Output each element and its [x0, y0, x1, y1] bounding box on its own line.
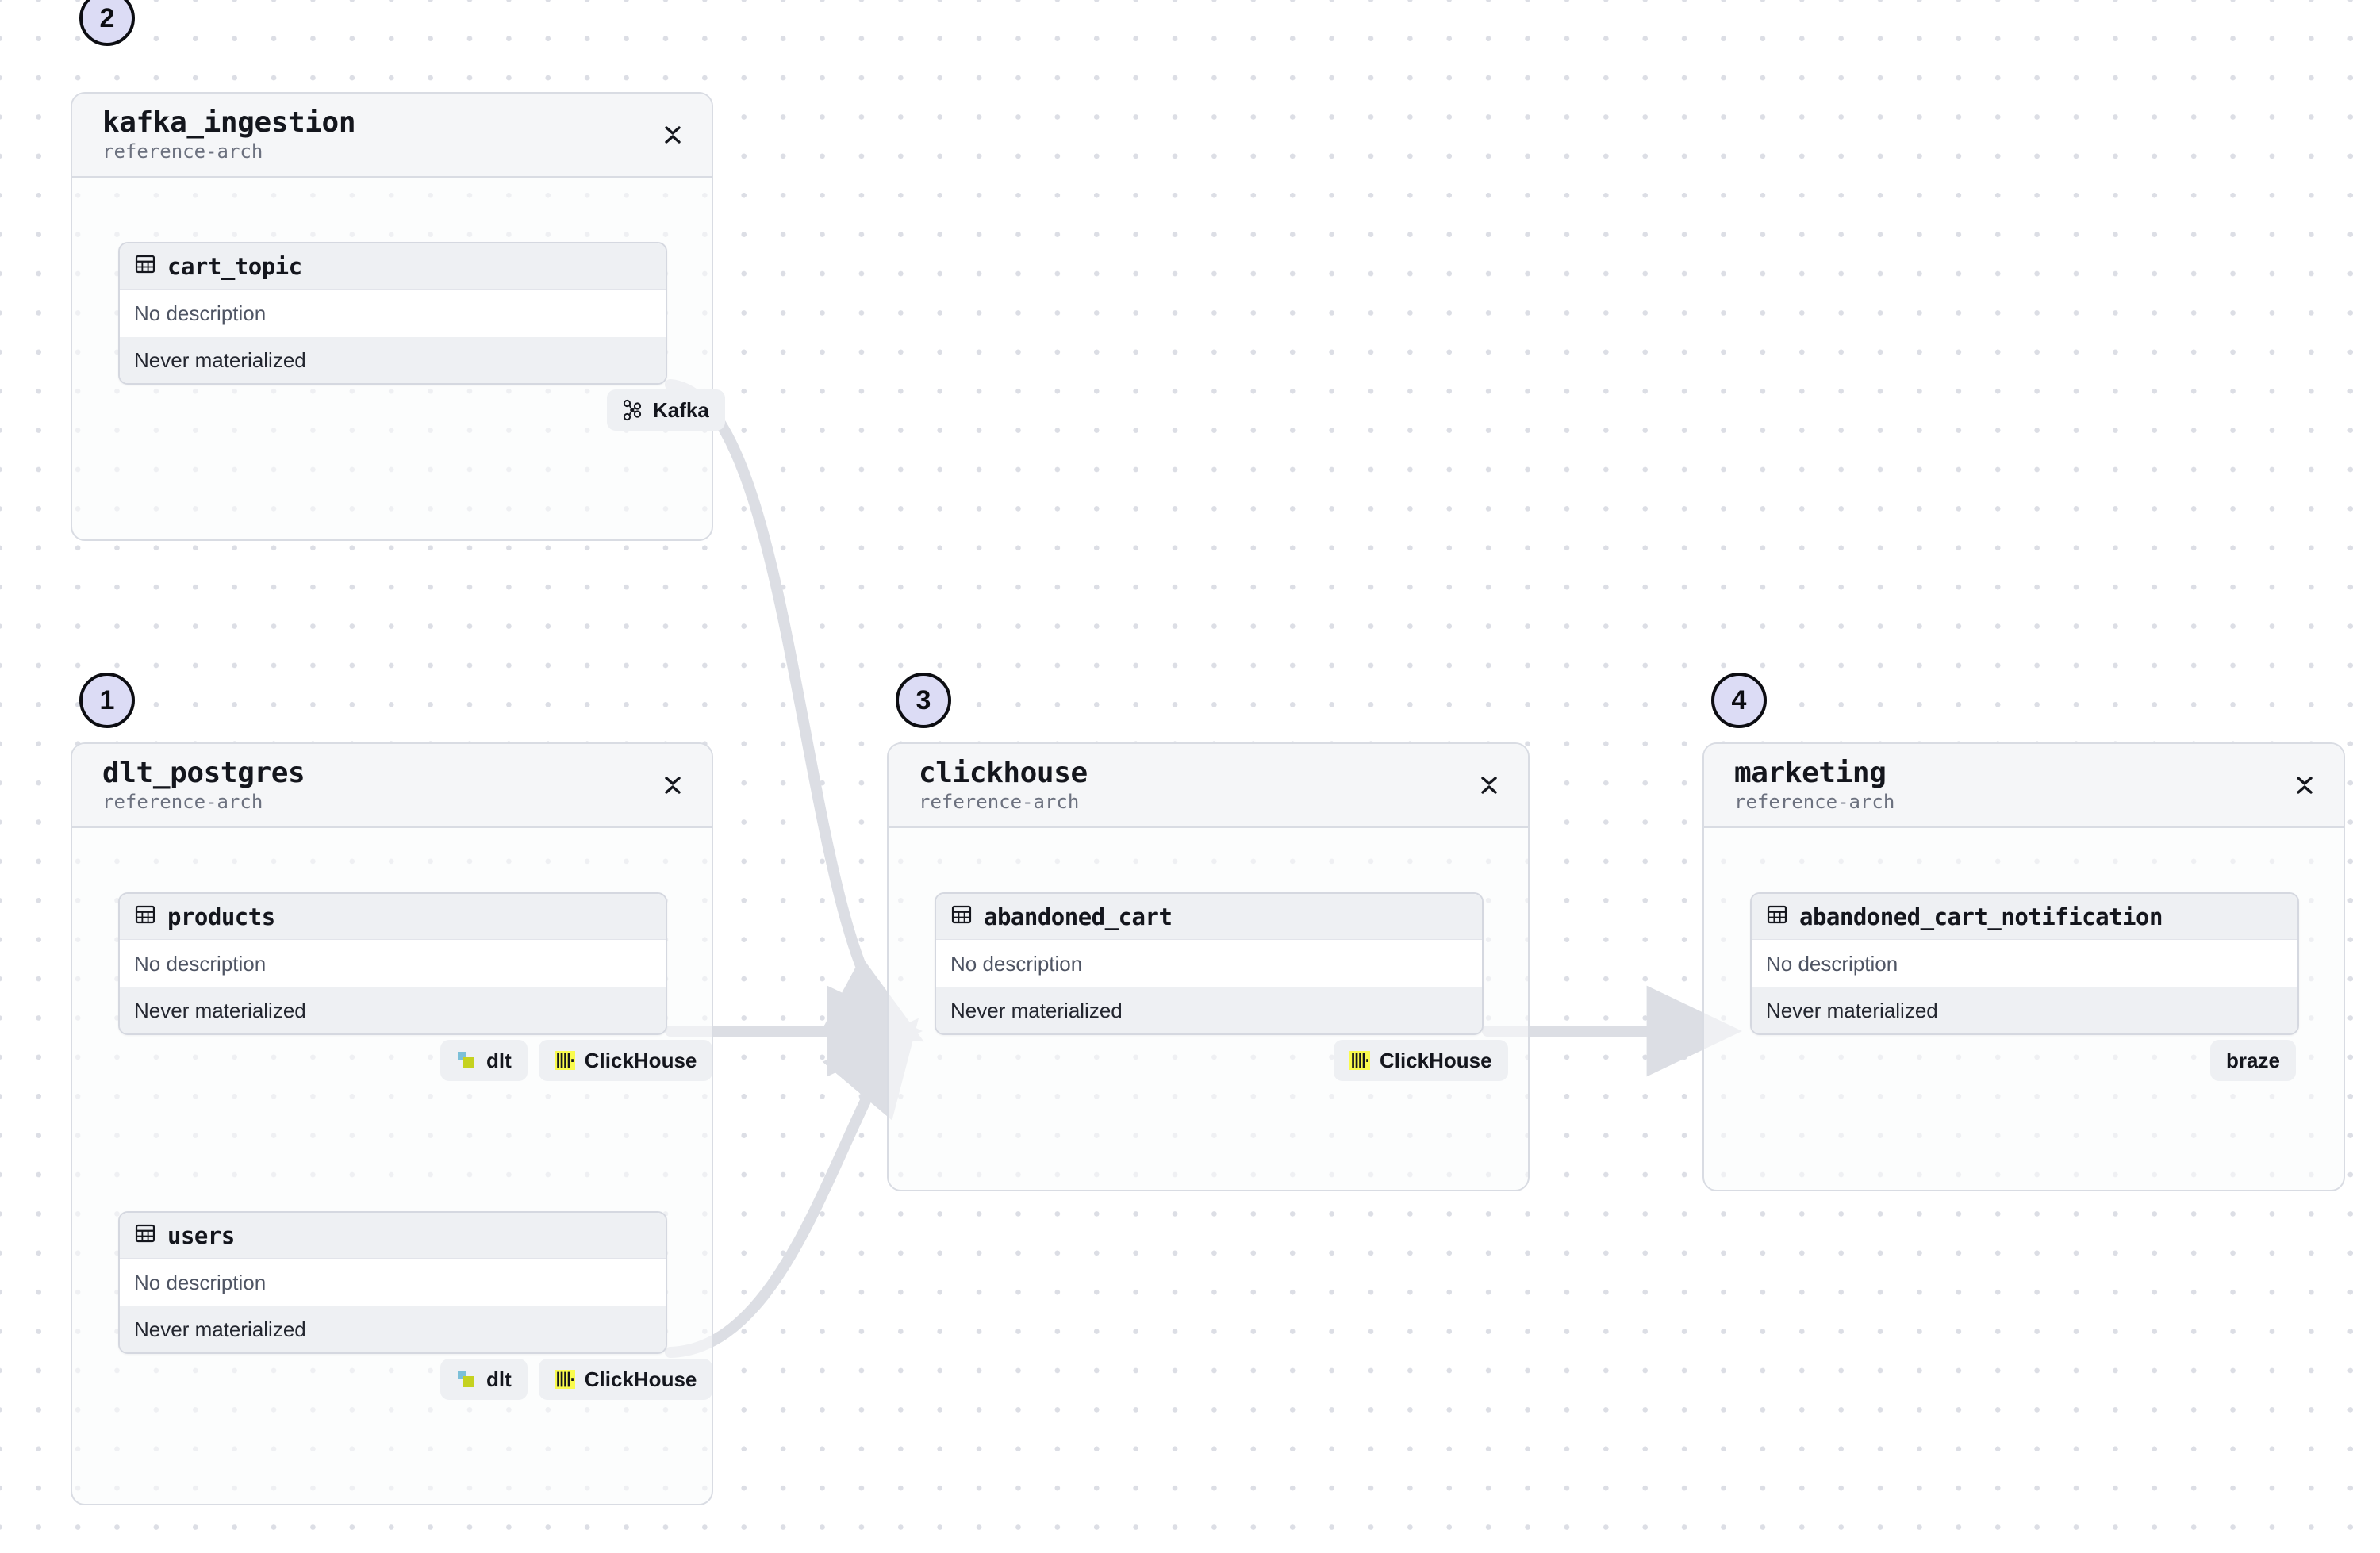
collapse-chevrons-icon[interactable]: [1477, 772, 1501, 799]
badge-label: ClickHouse: [584, 1048, 697, 1072]
badge-label: dlt: [486, 1367, 512, 1391]
group-header[interactable]: clickhouse reference-arch: [889, 744, 1528, 828]
step-marker-2: 2: [79, 0, 135, 46]
badge-label: ClickHouse: [1380, 1048, 1492, 1072]
badge-label: Kafka: [653, 397, 709, 422]
badge-clickhouse[interactable]: ClickHouse: [1334, 1040, 1508, 1081]
table-node-header: products: [120, 894, 666, 940]
group-title-block: marketing reference-arch: [1734, 757, 1895, 813]
table-grid-icon: [1766, 903, 1788, 930]
table-node-description: No description: [120, 940, 666, 987]
table-node-description: No description: [936, 940, 1482, 987]
group-subtitle: reference-arch: [1734, 790, 1895, 813]
badge-row-users: dlt ClickHouse: [440, 1359, 713, 1400]
group-kafka-ingestion[interactable]: kafka_ingestion reference-arch: [71, 92, 725, 541]
table-node-materialization: Never materialized: [1752, 987, 2297, 1033]
table-node-materialization: Never materialized: [120, 987, 666, 1033]
table-node-abandoned-cart[interactable]: abandoned_cart No description Never mate…: [935, 892, 1484, 1035]
group-title: dlt_postgres: [102, 757, 305, 790]
badge-row-notification: braze: [2210, 1040, 2296, 1081]
badge-dlt[interactable]: dlt: [440, 1040, 528, 1081]
group-subtitle: reference-arch: [102, 790, 263, 813]
badge-row-cart-topic: Kafka: [607, 389, 725, 431]
group-body: products No description Never materializ…: [72, 828, 713, 1504]
clickhouse-icon: [554, 1369, 575, 1390]
group-body: abandoned_cart No description Never mate…: [889, 828, 1528, 1190]
group-clickhouse[interactable]: clickhouse reference-arch: [887, 742, 1530, 1191]
kafka-icon: [623, 399, 643, 421]
table-node-name: abandoned_cart_notification: [1799, 903, 2163, 930]
group-title-block: dlt_postgres reference-arch: [102, 757, 305, 813]
group-marketing[interactable]: marketing reference-arch: [1702, 742, 2345, 1191]
table-node-header: abandoned_cart: [936, 894, 1482, 940]
badge-label: dlt: [486, 1048, 512, 1072]
group-title: marketing: [1734, 757, 1887, 790]
table-node-name: users: [167, 1221, 235, 1249]
badge-kafka[interactable]: Kafka: [607, 389, 725, 431]
step-marker-3: 3: [896, 673, 951, 728]
badge-dlt[interactable]: dlt: [440, 1359, 528, 1400]
table-node-name: abandoned_cart: [984, 903, 1173, 930]
group-header[interactable]: marketing reference-arch: [1704, 744, 2344, 828]
collapse-chevrons-icon[interactable]: [661, 121, 685, 148]
table-node-description: No description: [1752, 940, 2297, 987]
table-node-name: products: [167, 903, 275, 930]
dlt-icon: [456, 1369, 477, 1390]
table-grid-icon: [134, 253, 156, 279]
step-marker-4: 4: [1711, 673, 1767, 728]
table-node-header: cart_topic: [120, 243, 666, 290]
group-subtitle: reference-arch: [919, 790, 1080, 813]
step-marker-1: 1: [79, 673, 135, 728]
table-grid-icon: [134, 903, 156, 930]
group-header[interactable]: kafka_ingestion reference-arch: [72, 94, 712, 178]
group-header[interactable]: dlt_postgres reference-arch: [72, 744, 712, 828]
clickhouse-icon: [554, 1050, 575, 1071]
table-node-materialization: Never materialized: [120, 337, 666, 383]
badge-row-products: dlt ClickHouse: [440, 1040, 713, 1081]
table-node-description: No description: [120, 290, 666, 337]
badge-braze[interactable]: braze: [2210, 1040, 2296, 1081]
table-node-materialization: Never materialized: [120, 1306, 666, 1352]
dlt-icon: [456, 1050, 477, 1071]
table-node-cart-topic[interactable]: cart_topic No description Never material…: [118, 242, 667, 385]
table-node-products[interactable]: products No description Never materializ…: [118, 892, 667, 1035]
table-node-description: No description: [120, 1259, 666, 1306]
group-title: clickhouse: [919, 757, 1088, 790]
table-node-abandoned-cart-notification[interactable]: abandoned_cart_notification No descripti…: [1750, 892, 2299, 1035]
table-grid-icon: [950, 903, 973, 930]
collapse-chevrons-icon[interactable]: [661, 772, 685, 799]
table-node-header: users: [120, 1213, 666, 1259]
clickhouse-icon: [1349, 1050, 1370, 1071]
table-node-users[interactable]: users No description Never materialized: [118, 1211, 667, 1354]
table-node-materialization: Never materialized: [936, 987, 1482, 1033]
badge-clickhouse[interactable]: ClickHouse: [538, 1040, 713, 1081]
badge-label: braze: [2226, 1048, 2280, 1072]
group-title-block: kafka_ingestion reference-arch: [102, 106, 356, 163]
badge-clickhouse[interactable]: ClickHouse: [538, 1359, 713, 1400]
group-dlt-postgres[interactable]: dlt_postgres reference-arch: [71, 742, 713, 1505]
collapse-chevrons-icon[interactable]: [2293, 772, 2317, 799]
badge-label: ClickHouse: [584, 1367, 697, 1391]
group-title-block: clickhouse reference-arch: [919, 757, 1088, 813]
table-node-header: abandoned_cart_notification: [1752, 894, 2297, 940]
group-body: cart_topic No description Never material…: [72, 178, 725, 539]
table-node-name: cart_topic: [167, 252, 302, 280]
group-body: abandoned_cart_notification No descripti…: [1704, 828, 2344, 1190]
badge-row-abandoned-cart: ClickHouse: [1334, 1040, 1508, 1081]
table-grid-icon: [134, 1222, 156, 1248]
group-subtitle: reference-arch: [102, 140, 263, 163]
group-title: kafka_ingestion: [102, 106, 356, 140]
